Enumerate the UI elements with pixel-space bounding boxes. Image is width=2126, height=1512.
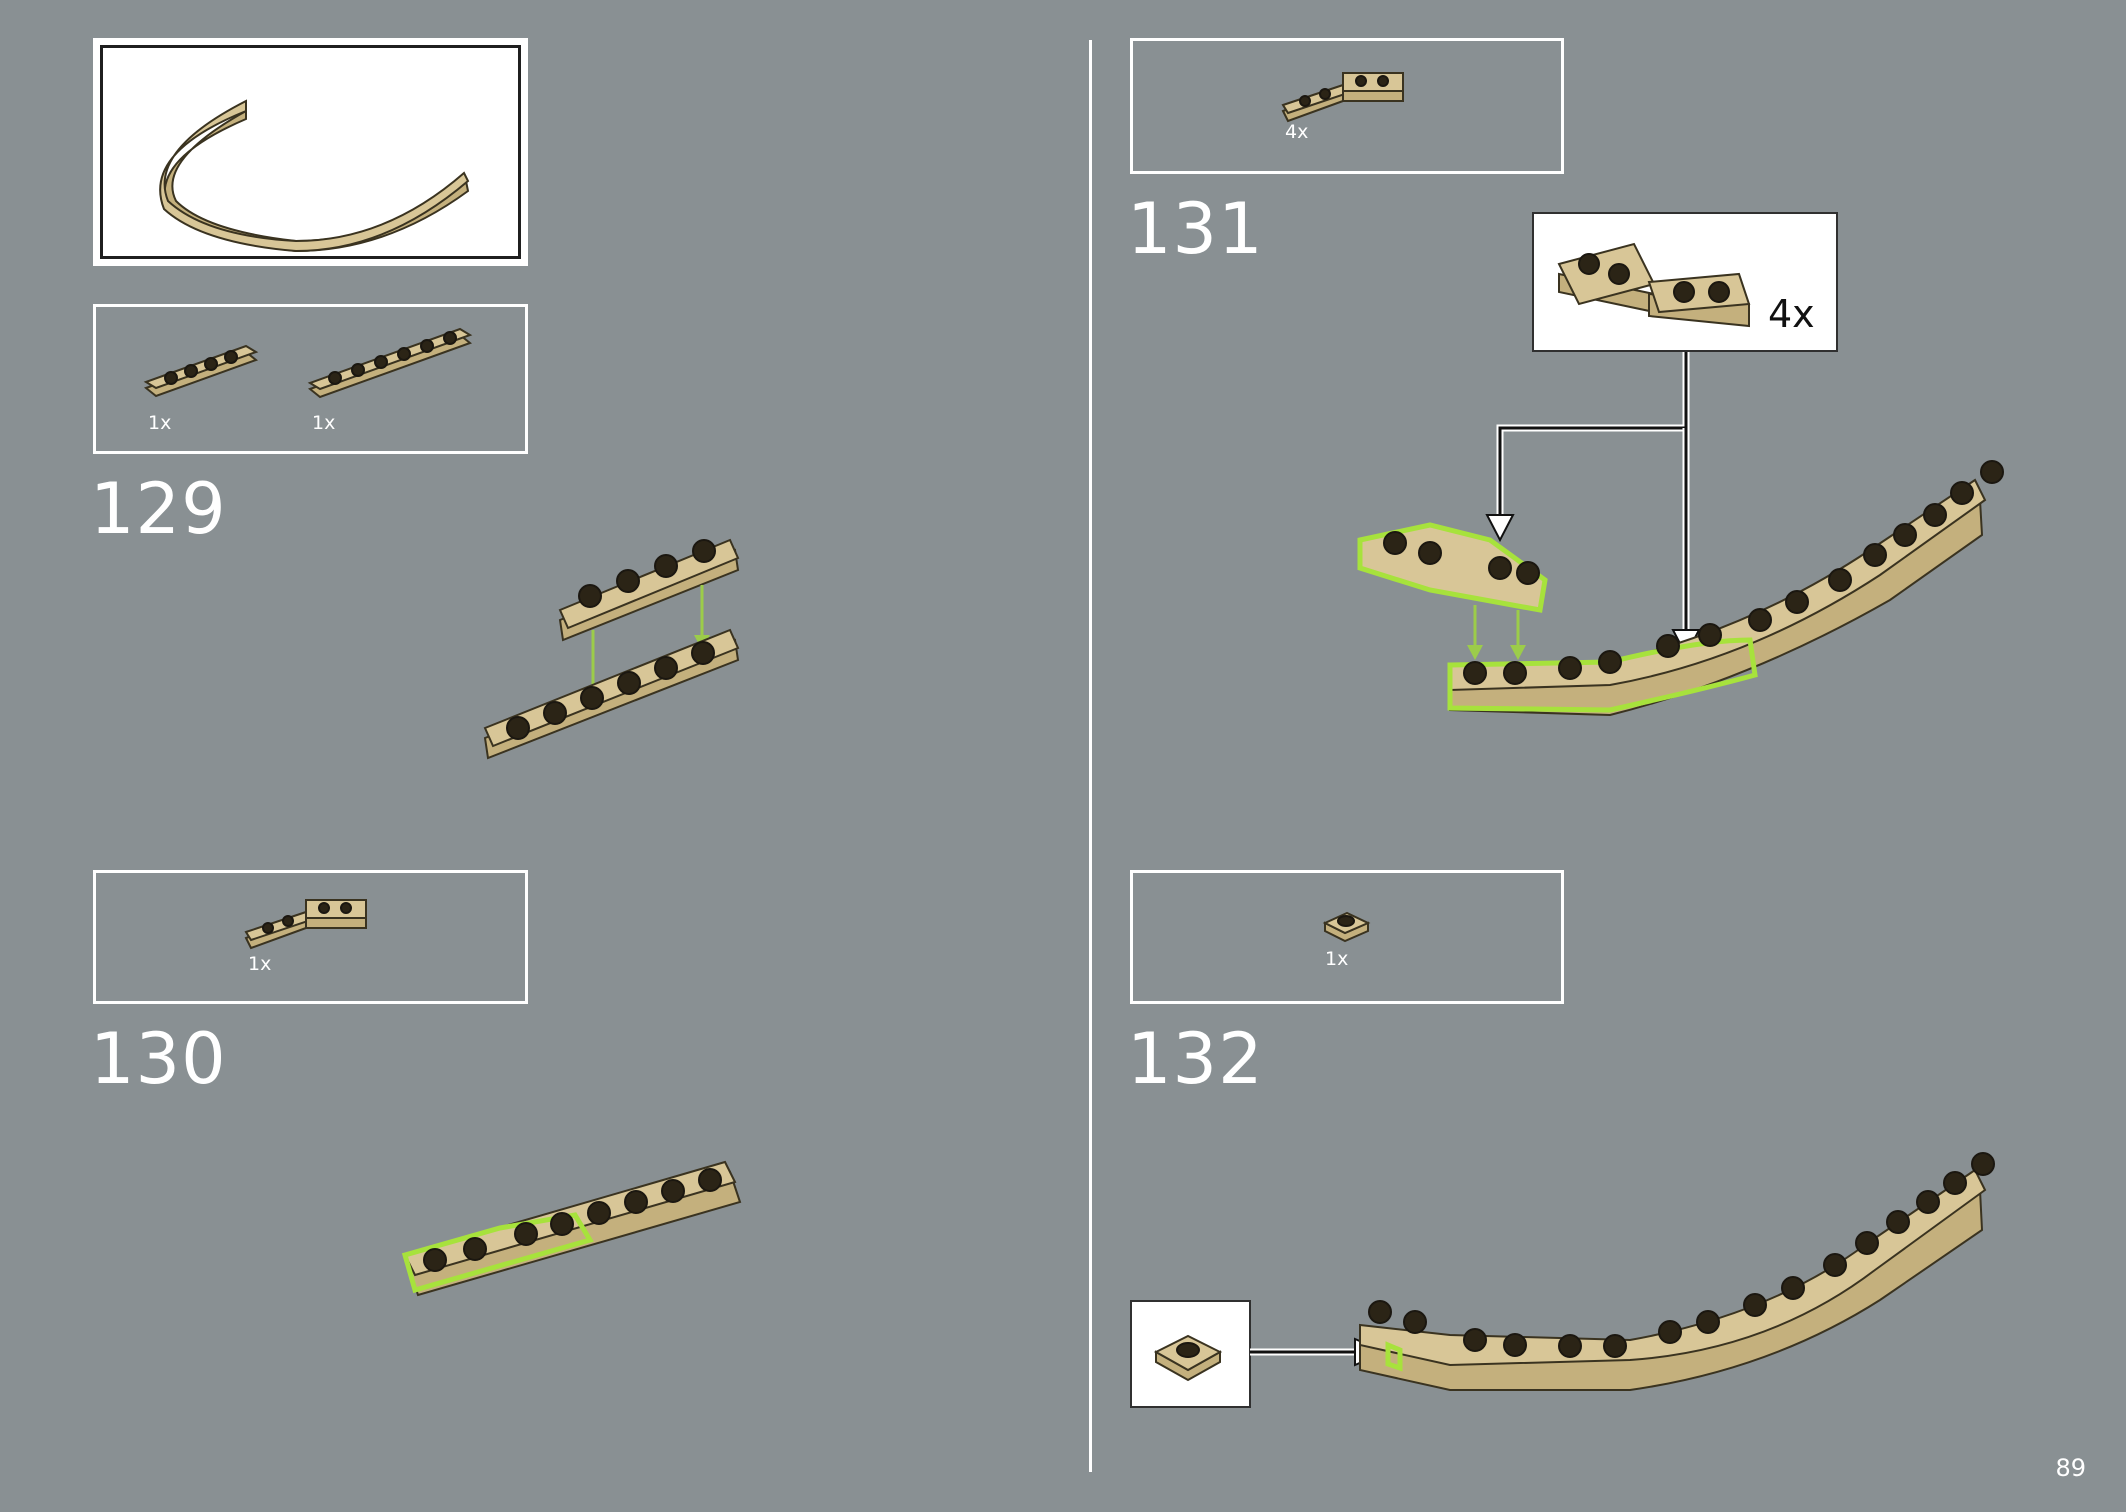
part-qty: 1x bbox=[1325, 948, 1349, 970]
step-131-illustration bbox=[1357, 352, 2004, 717]
part-qty: 1x bbox=[248, 953, 272, 975]
plate-1x1-icon bbox=[1153, 1334, 1223, 1382]
page-divider bbox=[1089, 40, 1092, 1472]
step-number: 131 bbox=[1127, 188, 1264, 270]
page-number: 89 bbox=[2055, 1454, 2086, 1482]
step-number: 130 bbox=[90, 1018, 227, 1100]
step-number: 132 bbox=[1127, 1018, 1264, 1100]
parts-list-step-132: 1x bbox=[1130, 870, 1564, 1004]
plate-1x6-icon bbox=[307, 327, 473, 399]
part-qty: 4x bbox=[1285, 121, 1309, 143]
hinge-plate-icon bbox=[1281, 72, 1404, 123]
step-132-illustration bbox=[1250, 1152, 1995, 1391]
curved-plate-assembly-preview bbox=[159, 99, 470, 253]
hinge-plate-assembly-icon bbox=[1557, 242, 1751, 328]
part-qty: 1x bbox=[148, 412, 172, 434]
plate-1x4-icon bbox=[143, 344, 259, 398]
plate-1x1-icon bbox=[1322, 911, 1371, 943]
hinge-plate-icon bbox=[244, 899, 367, 950]
parts-list-step-131: 4x bbox=[1130, 38, 1564, 174]
part-qty: 1x bbox=[312, 412, 336, 434]
part-callout bbox=[1130, 1300, 1251, 1408]
step-129-illustration bbox=[483, 538, 740, 760]
sub-assembly-callout: 4x bbox=[1532, 212, 1838, 352]
callout-qty: 4x bbox=[1768, 292, 1815, 336]
step-130-illustration bbox=[401, 1160, 742, 1297]
parts-list-step-130: 1x bbox=[93, 870, 528, 1004]
parts-list-step-129: 1x 1x bbox=[93, 304, 528, 454]
step-number: 129 bbox=[90, 468, 227, 550]
submodel-preview bbox=[93, 38, 528, 266]
